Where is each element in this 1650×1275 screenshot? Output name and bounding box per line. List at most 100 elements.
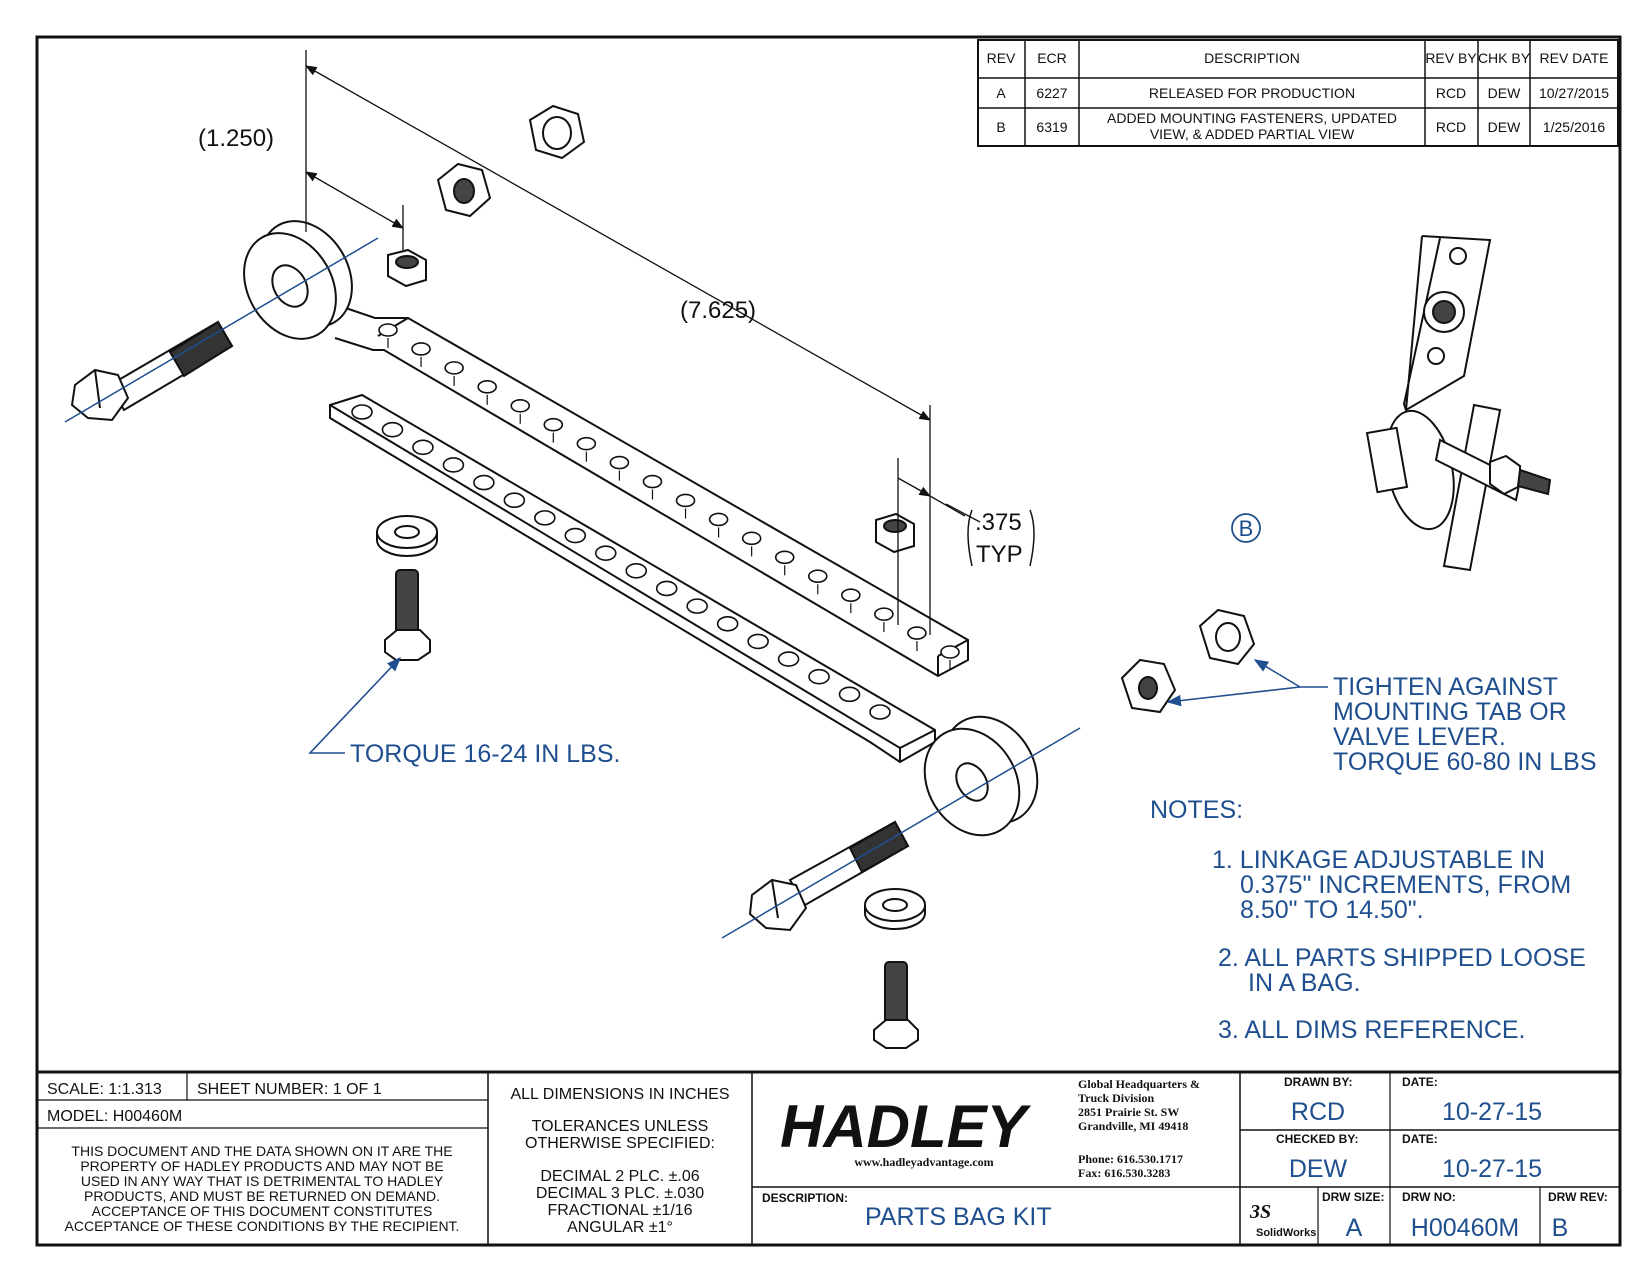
description-b-line1: ADDED MOUNTING FASTENERS, UPDATED	[1107, 110, 1397, 126]
hole	[675, 493, 696, 508]
screw-right	[873, 961, 919, 1049]
note-1-line-1: 1. LINKAGE ADJUSTABLE IN	[1212, 846, 1545, 874]
solidworks-text: SolidWorks	[1256, 1227, 1316, 1239]
description-b-line2: VIEW, & ADDED PARTIAL VIEW	[1150, 126, 1355, 142]
hole	[940, 645, 960, 659]
hole	[747, 633, 769, 650]
hole	[576, 436, 597, 451]
model-field: MODEL: H00460M	[47, 1108, 182, 1125]
tighten-line-3: VALVE LEVER.	[1333, 723, 1506, 751]
rev-by-header: REV BY	[1425, 50, 1477, 66]
sheet-number-field: SHEET NUMBER: 1 OF 1	[197, 1081, 382, 1098]
hole	[609, 455, 630, 470]
checked-date-label: DATE:	[1402, 1132, 1438, 1146]
hole	[411, 342, 431, 356]
rev-date-b: 1/25/2016	[1543, 119, 1605, 135]
detail-view-b-drawing	[1365, 235, 1552, 572]
drw-no-value: H00460M	[1411, 1214, 1519, 1242]
checked-date-value: 10-27-15	[1442, 1155, 1542, 1183]
units-note: ALL DIMENSIONS IN INCHES	[510, 1086, 729, 1103]
callouts: B TORQUE 16-24 IN LBS. TIGHTEN AGAINST M…	[308, 513, 1597, 776]
phone: Phone: 616.530.1717	[1078, 1152, 1183, 1166]
website: www.hadleyadvantage.com	[854, 1155, 993, 1169]
dim-bolt-spacing: (1.250)	[198, 125, 274, 152]
detail-b-bubble	[1231, 513, 1261, 543]
scale-field: SCALE: 1:1.313	[47, 1081, 162, 1098]
rev-b: B	[996, 119, 1005, 135]
title-block-tolerances: ALL DIMENSIONS IN INCHES TOLERANCES UNLE…	[510, 1086, 729, 1236]
solidworks-logo: 3S SolidWorks	[1249, 1201, 1316, 1239]
description-value: PARTS BAG KIT	[865, 1203, 1052, 1231]
hole	[808, 668, 830, 685]
rev-date-header: REV DATE	[1540, 50, 1609, 66]
nut-top	[528, 104, 586, 160]
ecr-header: ECR	[1037, 50, 1067, 66]
drawn-date-label: DATE:	[1402, 1075, 1438, 1089]
rev-a: A	[996, 85, 1006, 101]
disclaimer-line-1: THIS DOCUMENT AND THE DATA SHOWN ON IT A…	[71, 1143, 452, 1159]
svg-text:3S: 3S	[1249, 1201, 1271, 1223]
ecr-b: 6319	[1036, 119, 1067, 135]
hole	[473, 474, 495, 491]
drawn-by-value: RCD	[1291, 1098, 1345, 1126]
tolerance-3plc: DECIMAL 3 PLC. ±.030	[536, 1185, 704, 1202]
hole	[625, 563, 648, 579]
hole	[841, 588, 861, 602]
tolerance-fractional: FRACTIONAL ±1/16	[547, 1202, 692, 1219]
drawn-by-label: DRAWN BY:	[1284, 1075, 1352, 1089]
chk-by-a: DEW	[1488, 85, 1521, 101]
dim-length: (7.625)	[680, 297, 756, 324]
hole	[594, 545, 617, 561]
tolerance-heading-2: OTHERWISE SPECIFIED:	[525, 1135, 715, 1152]
drawn-date-value: 10-27-15	[1442, 1098, 1542, 1126]
hole	[503, 492, 526, 509]
fax: Fax: 616.530.3283	[1078, 1166, 1170, 1180]
title-block-signoff: DRAWN BY: RCD DATE: 10-27-15 CHECKED BY:…	[1249, 1075, 1608, 1242]
left-bolt	[70, 320, 234, 422]
drw-rev-value: B	[1552, 1214, 1569, 1242]
dim-hole-pitch-note: TYP	[976, 541, 1023, 568]
drw-no-label: DRW NO:	[1402, 1190, 1456, 1204]
disclaimer-line-6: ACCEPTANCE OF THESE CONDITIONS BY THE RE…	[65, 1218, 460, 1234]
tolerance-angular: ANGULAR ±1°	[567, 1219, 673, 1236]
disclaimer-line-2: PROPERTY OF HADLEY PRODUCTS AND MAY NOT …	[80, 1158, 443, 1174]
locknut-left	[387, 248, 427, 288]
description-a: RELEASED FOR PRODUCTION	[1149, 85, 1355, 101]
nut-second	[436, 162, 492, 218]
tolerance-heading-1: TOLERANCES UNLESS	[532, 1118, 709, 1135]
address-line-4: Grandville, MI 49418	[1078, 1119, 1188, 1133]
checked-by-value: DEW	[1289, 1155, 1348, 1183]
revision-table: REV ECR DESCRIPTION REV BY CHK BY REV DA…	[977, 39, 1619, 147]
hole	[642, 474, 663, 489]
hole	[351, 404, 373, 420]
hole	[655, 580, 678, 597]
tighten-line-4: TORQUE 60-80 IN LBS	[1333, 748, 1597, 776]
locknut-right	[875, 512, 915, 554]
disclaimer-line-3: USED IN ANY WAY THAT IS DETRIMENTAL TO H…	[81, 1173, 444, 1189]
nut-tighten-right	[1198, 608, 1256, 666]
hole	[716, 615, 739, 632]
hole	[777, 651, 800, 667]
hole	[381, 421, 404, 438]
title-block	[37, 1070, 1620, 1245]
drw-rev-label: DRW REV:	[1548, 1190, 1608, 1204]
sheet-border	[35, 35, 1622, 1247]
hole	[442, 457, 465, 473]
note-2-line-2: IN A BAG.	[1248, 969, 1361, 997]
hole	[477, 380, 497, 394]
hole	[774, 550, 795, 565]
disclaimer-line-5: ACCEPTANCE OF THIS DOCUMENT CONSTITUTES	[92, 1203, 433, 1219]
notes: NOTES: 1. LINKAGE ADJUSTABLE IN 0.375" I…	[1150, 796, 1586, 1044]
hole	[444, 361, 464, 375]
note-2-line-1: 2. ALL PARTS SHIPPED LOOSE	[1218, 944, 1586, 972]
washer-right	[864, 888, 926, 930]
rev-date-a: 10/27/2015	[1539, 85, 1609, 101]
address-line-1: Global Headquarters &	[1078, 1077, 1200, 1091]
ecr-a: 6227	[1036, 85, 1067, 101]
note-1-line-2: 0.375" INCREMENTS, FROM	[1240, 871, 1571, 899]
note-3: 3. ALL DIMS REFERENCE.	[1218, 1016, 1526, 1044]
chk-by-header: CHK BY	[1478, 50, 1531, 66]
hole	[838, 686, 861, 703]
torque-small-callout: TORQUE 16-24 IN LBS.	[350, 740, 620, 768]
description-header: DESCRIPTION	[1204, 50, 1300, 66]
